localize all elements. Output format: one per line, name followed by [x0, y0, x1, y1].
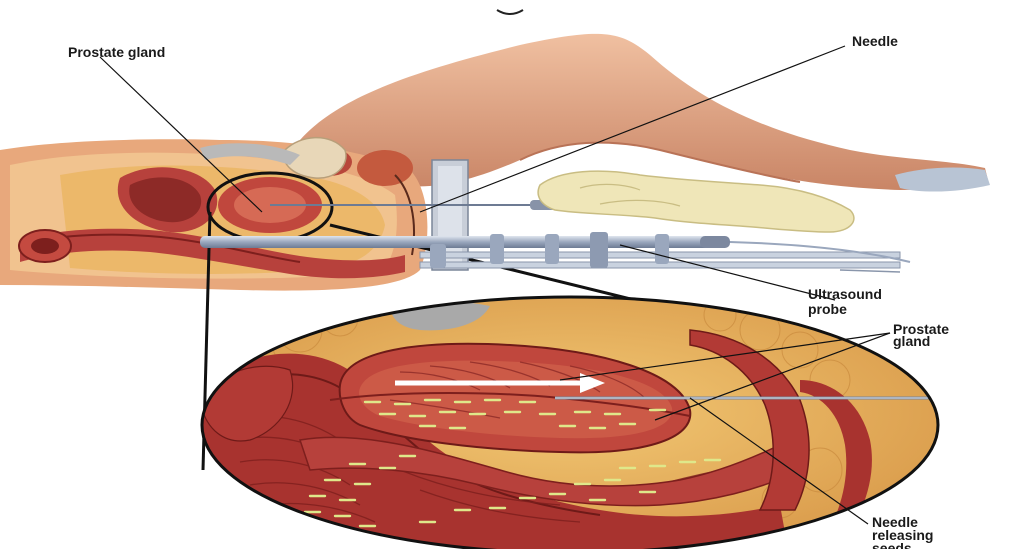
top-arc-mark: [497, 10, 523, 14]
label-ultrasound-probe-line1: Ultrasound: [808, 286, 882, 302]
pelvis-cross-section: [0, 138, 427, 291]
label-needle: Needle: [852, 33, 898, 49]
label-prostate-gland-top: Prostate gland: [68, 44, 165, 60]
label-ultrasound-probe-line2: probe: [808, 301, 847, 317]
label-prostate-gland-inset-line2: gland: [893, 333, 930, 349]
label-needle-seeds-line3: seeds: [872, 540, 912, 549]
magnified-inset: [200, 297, 938, 549]
